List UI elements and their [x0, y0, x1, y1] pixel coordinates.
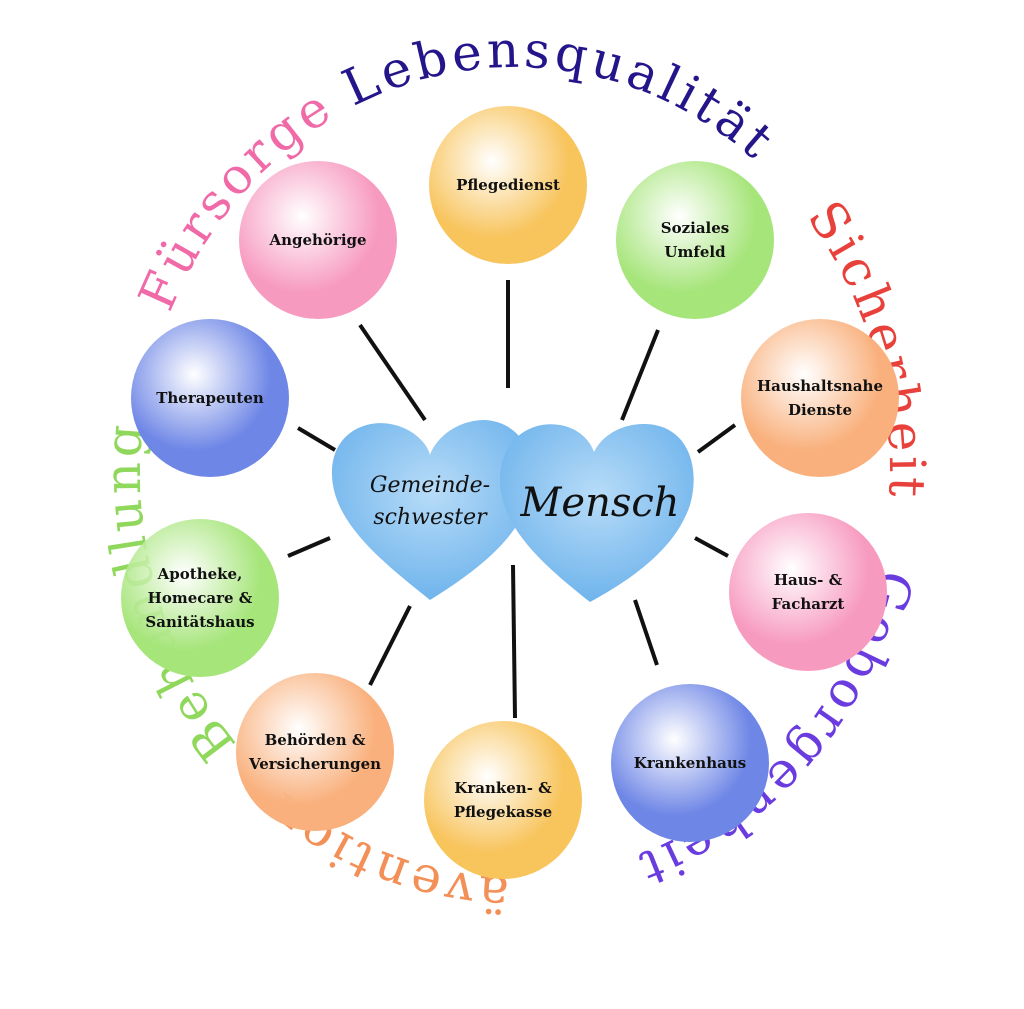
node-bubble: Angehörige: [239, 161, 397, 319]
connector-line: [358, 323, 427, 422]
node-label: Haus- & Facharzt: [771, 571, 845, 613]
node-bubble: Kranken- & Pflegekasse: [424, 721, 582, 879]
node-bubble: Behörden & Versicherungen: [236, 673, 394, 831]
node-label: Behörden & Versicherungen: [248, 731, 382, 773]
connector-line: [696, 423, 737, 454]
node-bubble: Apotheke, Homecare & Sanitätshaus: [121, 519, 279, 677]
connector-line: [287, 536, 331, 558]
node-bubble: Therapeuten: [131, 319, 289, 477]
heart-label-mensch: Mensch: [520, 480, 680, 526]
node-bubble: Krankenhaus: [611, 684, 769, 842]
heart-left: [331, 420, 533, 600]
node-label: Soziales Umfeld: [660, 219, 730, 261]
connector-line: [620, 329, 660, 421]
connector-lines: [287, 280, 737, 719]
node-bubble: Haus- & Facharzt: [729, 513, 887, 671]
node-label: Angehörige: [269, 231, 367, 249]
node-bubble: Pflegedienst: [429, 106, 587, 264]
connector-line: [633, 599, 659, 666]
node-label: Therapeuten: [156, 389, 264, 407]
node-label: Pflegedienst: [456, 176, 560, 194]
node-bubble: Haushaltsnahe Dienste: [741, 319, 899, 477]
connector-line: [368, 605, 412, 686]
connector-line: [296, 426, 337, 452]
node-label: Apotheke, Homecare & Sanitätshaus: [145, 565, 255, 631]
heart-right: [500, 424, 694, 602]
heart-label-gemeindeschwester: Gemeinde- schwester: [369, 473, 491, 530]
node-label: Haushaltsnahe Dienste: [756, 377, 883, 419]
node-label: Kranken- & Pflegekasse: [453, 779, 553, 821]
node-label: Krankenhaus: [633, 754, 747, 772]
connector-line: [511, 564, 517, 719]
connector-line: [694, 536, 729, 558]
node-bubble: Soziales Umfeld: [616, 161, 774, 319]
